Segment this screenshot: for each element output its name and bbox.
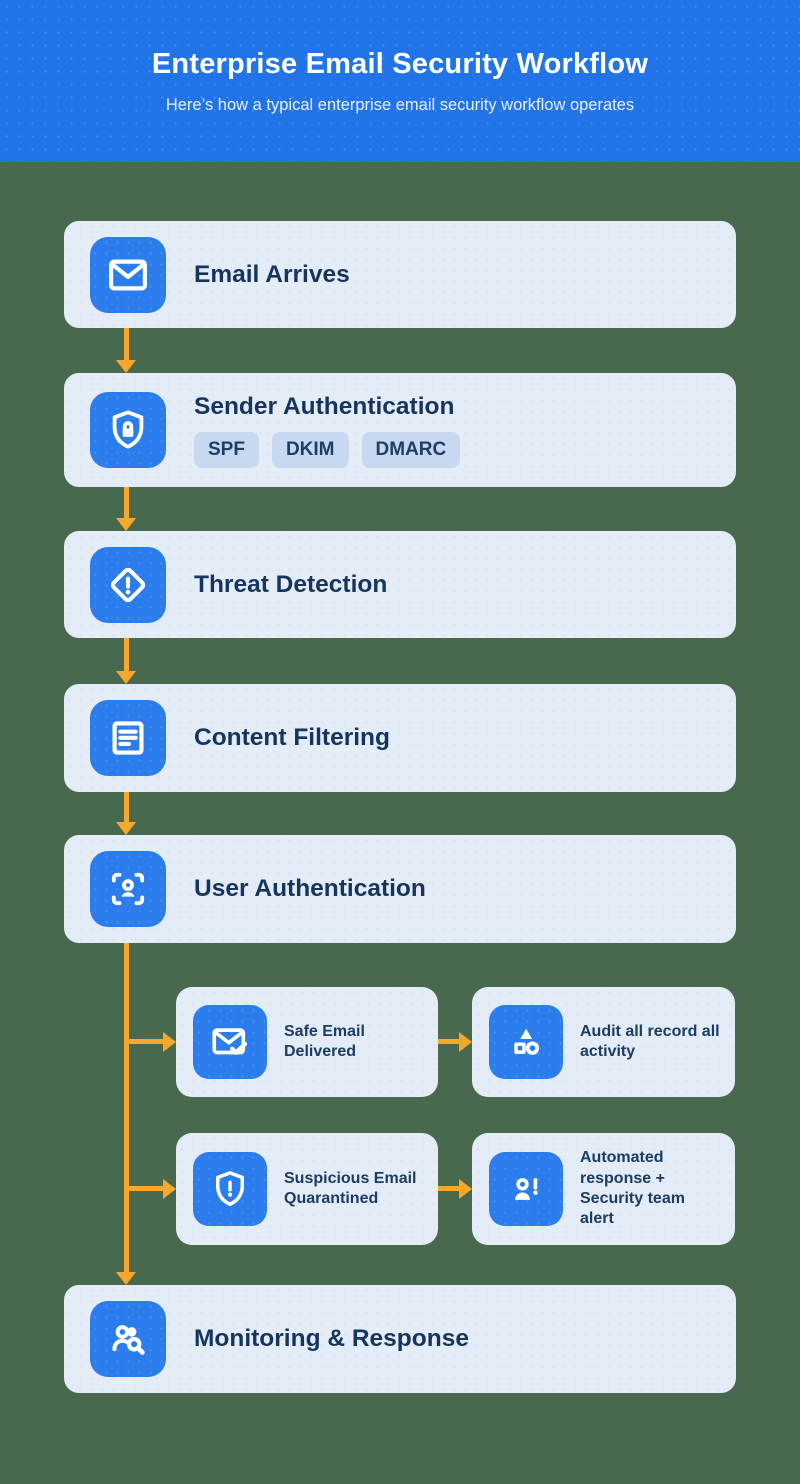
outcome-card-automated-response: Automated response + Security team alert xyxy=(472,1133,735,1245)
step-title: Monitoring & Response xyxy=(194,1325,469,1352)
shield-lock-icon xyxy=(90,392,166,468)
arrow-right-icon xyxy=(438,1031,472,1052)
step-card-threat-detection: Threat Detection xyxy=(64,531,736,638)
document-lines-icon xyxy=(90,700,166,776)
outcome-label: Safe Email Delivered xyxy=(284,1022,365,1060)
arrow-right-icon xyxy=(127,1178,176,1199)
tag-dmarc: DMARC xyxy=(361,431,461,468)
step-title: Sender Authentication xyxy=(194,392,455,420)
step-card-sender-authentication: Sender Authentication SPF DKIM DMARC xyxy=(64,373,736,487)
step-card-monitoring-response: Monitoring & Response xyxy=(64,1285,736,1393)
people-search-icon xyxy=(90,1301,166,1377)
arrow-down-icon xyxy=(116,638,136,684)
arrow-right-icon xyxy=(438,1178,472,1199)
mail-icon xyxy=(90,236,166,313)
step-title: Threat Detection xyxy=(194,570,388,598)
outcome-card-audit: Audit all record all activity xyxy=(472,987,735,1097)
branch-trunk-arrow-icon xyxy=(116,943,136,1285)
workflow-diagram: Email Arrives Sender Authentication SPF … xyxy=(0,162,800,1484)
tag-dkim: DKIM xyxy=(271,431,349,468)
tag-spf: SPF xyxy=(194,431,259,468)
outcome-label: Audit all record all activity xyxy=(580,1022,720,1060)
step-title: User Authentication xyxy=(194,875,426,902)
audit-shapes-icon xyxy=(489,1005,563,1079)
face-scan-icon xyxy=(90,851,166,927)
page-title: Enterprise Email Security Workflow xyxy=(151,47,649,80)
auth-tag-list: SPF DKIM DMARC xyxy=(194,431,461,468)
outcome-card-safe-email: Safe Email Delivered xyxy=(176,987,438,1097)
arrow-down-icon xyxy=(116,328,136,373)
mail-check-icon xyxy=(193,1005,267,1079)
step-title: Email Arrives xyxy=(194,260,350,288)
step-text-block: Sender Authentication SPF DKIM DMARC xyxy=(194,392,461,468)
step-card-content-filtering: Content Filtering xyxy=(64,684,736,792)
shield-alert-icon xyxy=(193,1152,267,1226)
step-card-email-arrives: Email Arrives xyxy=(64,221,736,328)
step-title: Content Filtering xyxy=(194,724,390,751)
header-banner: Enterprise Email Security Workflow Here’… xyxy=(0,0,800,162)
arrow-down-icon xyxy=(116,792,136,835)
page-subtitle: Here’s how a typical enterprise email se… xyxy=(165,95,635,114)
outcome-card-quarantine: Suspicious Email Quarantined xyxy=(176,1133,438,1245)
outcome-label: Automated response + Security team alert xyxy=(580,1149,685,1228)
arrow-down-icon xyxy=(116,487,136,531)
user-alert-icon xyxy=(489,1152,563,1226)
outcome-label: Suspicious Email Quarantined xyxy=(284,1169,417,1207)
diamond-alert-icon xyxy=(90,546,166,623)
step-card-user-authentication: User Authentication xyxy=(64,835,736,943)
arrow-right-icon xyxy=(127,1031,176,1052)
